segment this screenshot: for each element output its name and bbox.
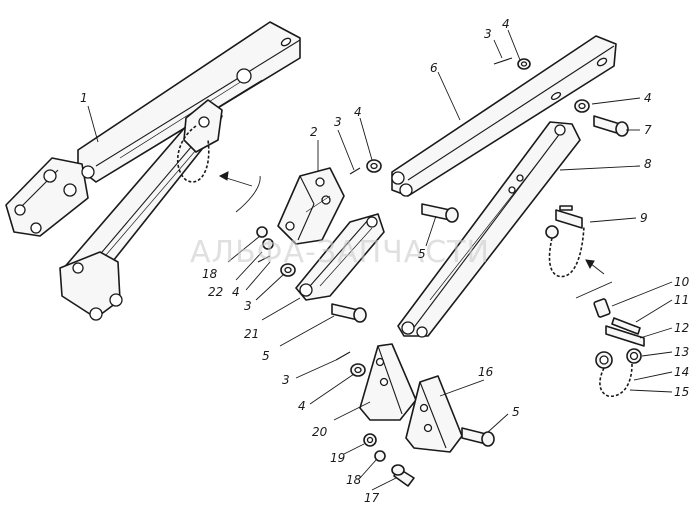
callout-2: 2 (310, 125, 318, 139)
part-6-upper-beam (391, 35, 617, 197)
part-8-diagonal-strut (397, 121, 581, 338)
callout-17: 17 (364, 491, 380, 505)
callout-6: 6 (430, 61, 438, 75)
callout-22: 22 (208, 285, 223, 299)
callout-4: 4 (644, 91, 652, 105)
callout-labels: 1 2 3 3 3 3 4 4 4 4 4 5 5 5 6 7 8 9 10 1… (80, 17, 690, 505)
callout-5: 5 (512, 405, 520, 419)
parts-10-15-small-set (593, 298, 645, 397)
callout-10: 10 (674, 275, 690, 289)
callout-19: 19 (330, 451, 345, 465)
callout-15: 15 (674, 385, 689, 399)
leader-lines (87, 29, 673, 491)
callout-4: 4 (354, 105, 362, 119)
callout-5: 5 (418, 247, 426, 261)
callout-3: 3 (244, 299, 252, 313)
callout-13: 13 (674, 345, 689, 359)
watermark-text: АЛЬФА-ЗАПЧАСТИ (190, 235, 490, 270)
part-21-channel-bracket (295, 213, 385, 301)
callout-20: 20 (312, 425, 328, 439)
direction-arrow-right (575, 259, 613, 299)
part-2-bracket (277, 167, 345, 245)
callout-7: 7 (644, 123, 652, 137)
callout-4: 4 (298, 399, 306, 413)
callout-3: 3 (282, 373, 290, 387)
part-20-angle-plate (359, 343, 417, 421)
part-9-pin-with-chain (545, 205, 585, 278)
callout-11: 11 (674, 293, 689, 307)
callout-5: 5 (262, 349, 270, 363)
callout-16: 16 (478, 365, 494, 379)
callout-1: 1 (80, 91, 88, 105)
callout-4: 4 (502, 17, 510, 31)
part-1-frame-assembly (5, 21, 301, 321)
middle-fasteners (256, 159, 459, 377)
callout-12: 12 (674, 321, 689, 335)
callout-3: 3 (334, 115, 342, 129)
direction-arrow-left (218, 171, 261, 213)
callout-3: 3 (484, 27, 492, 41)
callout-9: 9 (640, 211, 648, 225)
part-16-angle-plate (405, 375, 463, 453)
callout-14: 14 (674, 365, 689, 379)
callout-18: 18 (202, 267, 218, 281)
callout-4: 4 (232, 285, 240, 299)
callout-8: 8 (644, 157, 652, 171)
lower-fasteners (363, 427, 495, 487)
callout-21: 21 (244, 327, 259, 341)
callout-18: 18 (346, 473, 362, 487)
right-fasteners (493, 57, 629, 137)
